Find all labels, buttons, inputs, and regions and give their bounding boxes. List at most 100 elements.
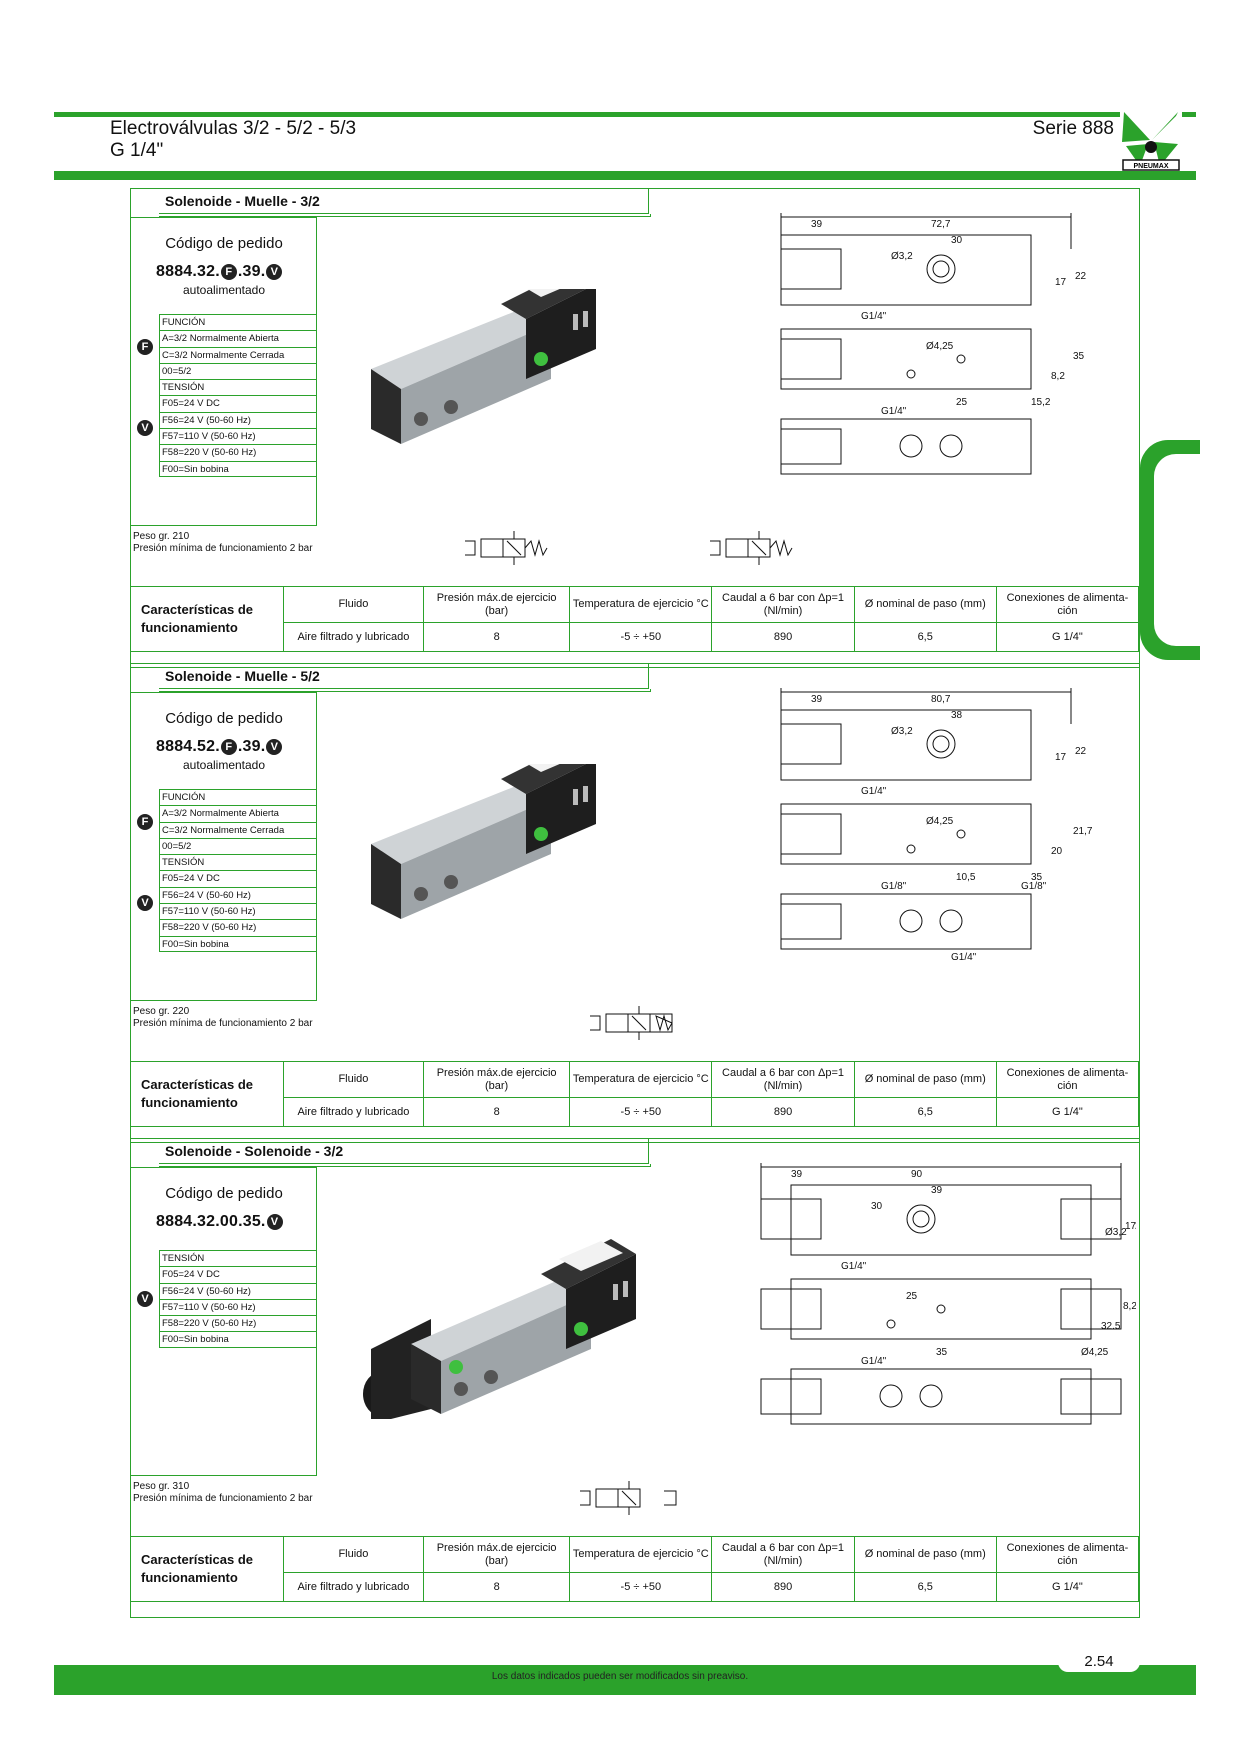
tension-option: F00=Sin bobina: [159, 1331, 317, 1348]
autoalimentado-label: autoalimentado: [182, 283, 266, 297]
voltage-circle-v: V: [266, 263, 283, 280]
order-code: 8884.52.F.39.V: [156, 738, 283, 756]
pneumatic-symbol: [580, 1481, 677, 1515]
voltage-circle-v: V: [137, 1290, 153, 1307]
funcion-header: FUNCIÓN: [159, 789, 317, 806]
table-header-cell: Ø nominal de paso (mm): [853, 586, 997, 623]
tension-option: F58=220 V (50-60 Hz): [159, 919, 317, 936]
dimension-label: 72,7: [931, 219, 951, 230]
table-header-cell: Fluido: [282, 586, 425, 623]
chapter-number: 2: [1156, 516, 1190, 581]
section-title: Solenoide - Muelle - 5/2: [159, 664, 649, 689]
dimension-label: G1/8": [1021, 881, 1047, 892]
tension-option: F57=110 V (50-60 Hz): [159, 903, 317, 920]
dimension-label: G1/4": [861, 311, 887, 322]
dimension-label: 25: [956, 397, 968, 408]
dimension-label: 35: [1031, 872, 1043, 883]
header-top-bar: [54, 112, 1196, 117]
funcion-option: 00=5/2: [159, 362, 317, 380]
dimension-label: 32.5: [1101, 1321, 1121, 1332]
characteristics-label: Características de funcionamiento: [131, 586, 284, 652]
dimension-label: 90: [911, 1169, 923, 1180]
pneumatic-symbol: [590, 1006, 673, 1040]
weight-value: 210: [172, 531, 190, 542]
table-cell: -5 ÷ +50: [569, 622, 713, 652]
table-header-cell: Conexiones de alimenta- ción: [995, 1536, 1140, 1573]
section-title: Solenoide - Muelle - 3/2: [159, 189, 649, 214]
weight-line: Peso gr. 220: [133, 1006, 313, 1018]
dimension-label: Ø3,2: [891, 726, 913, 737]
table-header-cell: Conexiones de alimenta- ción: [995, 1061, 1140, 1098]
dimension-label: 80,7: [931, 694, 951, 705]
order-label: Código de pedido: [165, 235, 283, 252]
logo-text: PNEUMAX: [1133, 163, 1168, 170]
order-code-prefix: 8884.32.: [156, 263, 220, 280]
dimension-label: 35: [936, 1347, 948, 1358]
table-cell: 890: [711, 1572, 855, 1602]
autoalimentado-label: autoalimentado: [182, 758, 266, 772]
funcion-option: A=3/2 Normalmente Abierta: [159, 805, 317, 822]
table-header-cell: Caudal a 6 bar con Δp=1 (Nl/min): [711, 586, 855, 623]
tension-option: F58=220 V (50-60 Hz): [159, 1315, 317, 1332]
tension-option: F05=24 V DC: [159, 870, 317, 887]
dimension-label: 30: [951, 235, 963, 246]
voltage-circle-v: V: [137, 419, 153, 436]
dimension-label: Ø4,25: [1081, 1347, 1109, 1358]
order-code-box: Código de pedido 8884.32.F.39.V autoalimen…: [131, 217, 317, 526]
valve-photo: [371, 289, 596, 444]
table-cell: 8: [422, 622, 571, 652]
table-header-cell: Caudal a 6 bar con Δp=1 (Nl/min): [711, 1536, 855, 1573]
funcion-option: C=3/2 Normalmente Cerrada: [159, 346, 317, 363]
weight-value: 220: [172, 1006, 190, 1017]
tension-header: TENSIÓN: [159, 854, 317, 871]
min-pressure: Presión mínima de funcionamiento 2 bar: [133, 543, 313, 554]
dimension-label: 22: [1075, 271, 1087, 282]
dimension-label: 35: [1073, 351, 1085, 362]
dimension-label: G1/4": [841, 1261, 867, 1272]
footer-bar: [54, 1665, 1196, 1695]
table-cell: Aire filtrado y lubricado: [282, 1572, 425, 1602]
dimension-label: 39: [811, 694, 823, 705]
order-code: 8884.32.F.39.V: [156, 263, 283, 281]
table-cell: 890: [711, 1097, 855, 1127]
table-header-cell: Presión máx.de ejercicio (bar): [422, 586, 571, 623]
function-circle-f: F: [220, 263, 237, 280]
table-header-cell: Temperatura de ejercicio °C: [569, 586, 713, 623]
dimension-label: G1/4": [881, 406, 907, 417]
dimension-label: 17: [1125, 1221, 1136, 1232]
dimension-drawing: 39903930Ø3,21722G1/4"2532.58,235Ø4,25G1/…: [760, 1163, 1136, 1425]
tension-option: F00=Sin bobina: [159, 460, 317, 477]
dimension-label: Ø3,2: [1105, 1227, 1127, 1238]
order-code: 8884.32.00.35.V: [156, 1213, 284, 1231]
tension-option: F05=24 V DC: [159, 395, 317, 412]
dimension-label: 17: [1055, 752, 1067, 763]
min-pressure: Presión mínima de funcionamiento 2 bar: [133, 1493, 313, 1504]
pneumatic-symbol: [710, 531, 793, 565]
table-cell: -5 ÷ +50: [569, 1097, 713, 1127]
order-code-prefix: 8884.32.00.35.: [156, 1213, 266, 1230]
dimension-label: 21,7: [1073, 826, 1093, 837]
dimension-label: 39: [931, 1185, 943, 1196]
dimension-label: Ø4,25: [926, 816, 954, 827]
order-code-middle: .39.: [237, 738, 266, 755]
dimension-label: G1/4": [861, 1356, 887, 1367]
valve-photo: [363, 1239, 636, 1419]
dimension-label: G1/8": [881, 881, 907, 892]
table-header-cell: Ø nominal de paso (mm): [853, 1536, 997, 1573]
function-circle-f: F: [137, 814, 153, 831]
table-header-cell: Presión máx.de ejercicio (bar): [422, 1061, 571, 1098]
dimension-label: G1/4": [951, 952, 977, 963]
page-tab: [1058, 1652, 1140, 1672]
dimension-label: Ø4,25: [926, 341, 954, 352]
